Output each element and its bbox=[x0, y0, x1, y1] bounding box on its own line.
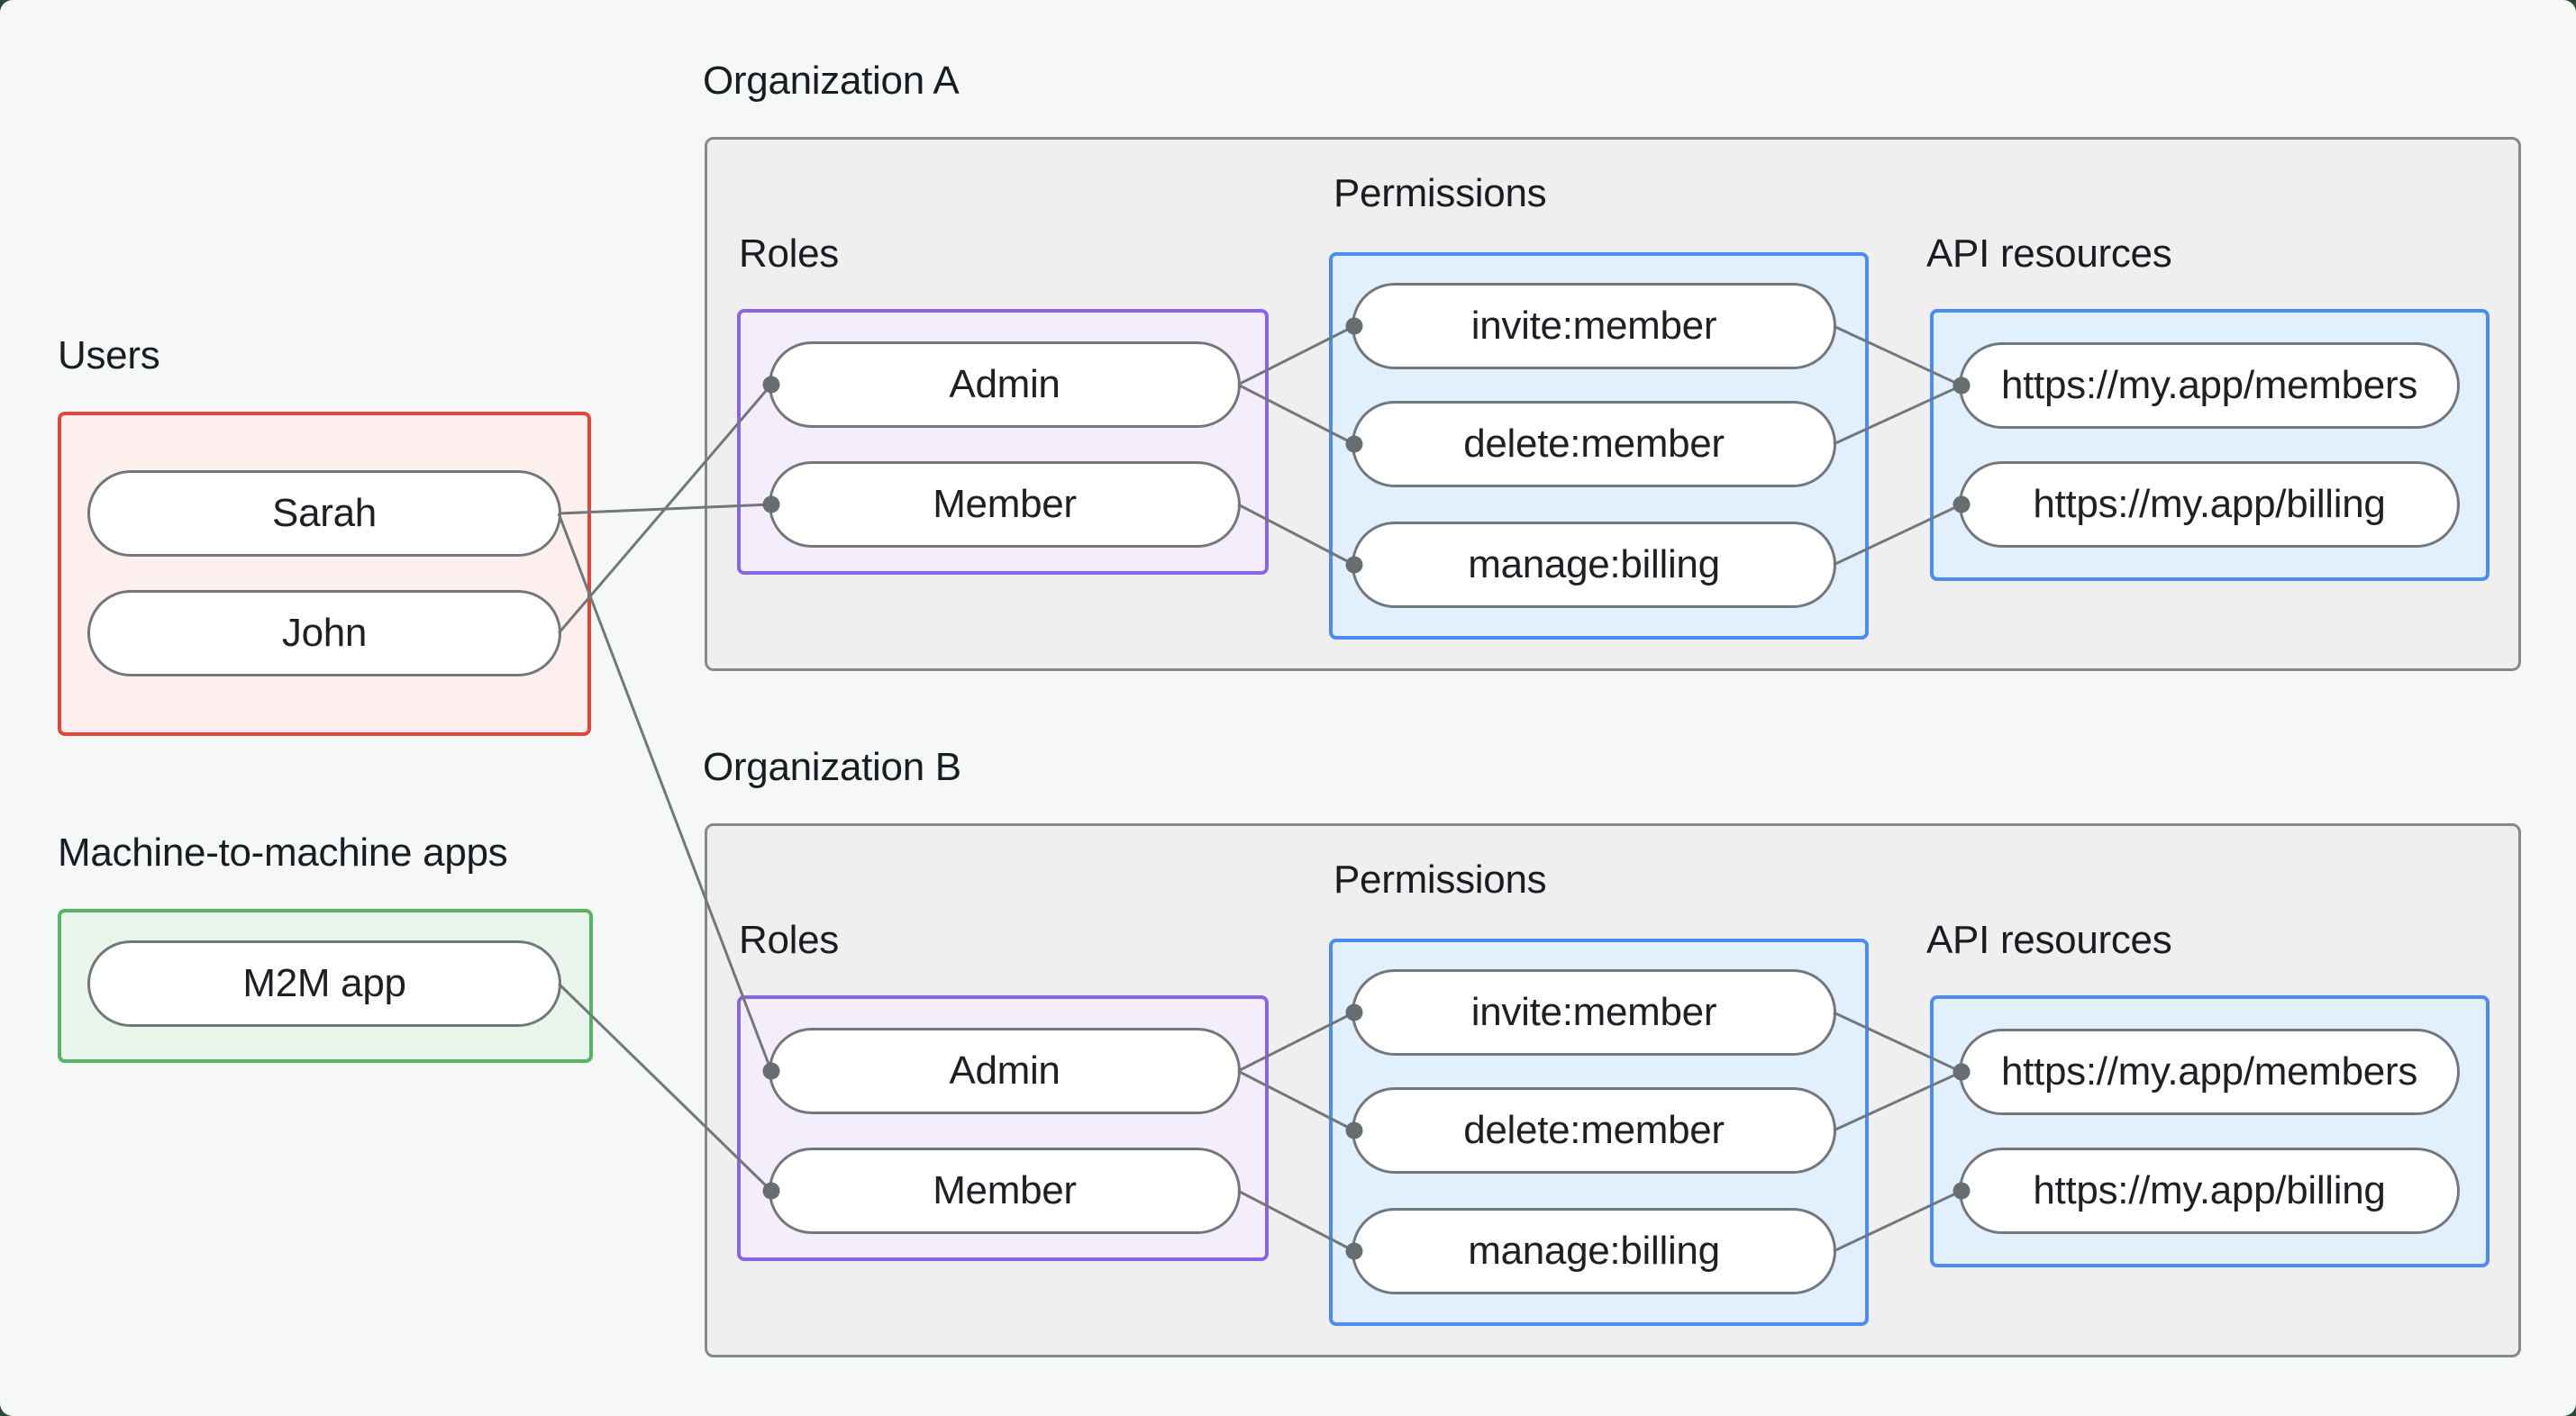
users-group-box bbox=[58, 412, 591, 736]
org-a-permission-pill-invite: invite:member bbox=[1352, 283, 1836, 369]
org-a-title: Organization A bbox=[703, 59, 960, 103]
user-pill-sarah: Sarah bbox=[87, 470, 561, 557]
org-b-title: Organization B bbox=[703, 745, 961, 789]
org-a-permission-pill-billing: manage:billing bbox=[1352, 522, 1836, 608]
org-b-role-pill-member: Member bbox=[769, 1148, 1241, 1234]
org-a-role-pill-member: Member bbox=[769, 461, 1241, 548]
org-b-api-label: API resources bbox=[1926, 918, 2172, 962]
org-b-roles-label: Roles bbox=[739, 918, 839, 962]
org-a-role-pill-admin: Admin bbox=[769, 341, 1241, 428]
org-b-permissions-label: Permissions bbox=[1334, 858, 1547, 902]
org-b-permission-pill-delete: delete:member bbox=[1352, 1087, 1836, 1174]
user-pill-john: John bbox=[87, 590, 561, 676]
org-b-api-pill-members: https://my.app/members bbox=[1959, 1029, 2460, 1115]
org-a-roles-label: Roles bbox=[739, 231, 839, 276]
users-group-label: Users bbox=[58, 333, 160, 377]
org-a-permissions-label: Permissions bbox=[1334, 171, 1547, 215]
org-a-api-pill-members: https://my.app/members bbox=[1959, 342, 2460, 429]
m2m-app-pill: M2M app bbox=[87, 940, 561, 1027]
org-a-permission-pill-delete: delete:member bbox=[1352, 401, 1836, 487]
org-b-permission-pill-billing: manage:billing bbox=[1352, 1208, 1836, 1294]
org-b-role-pill-admin: Admin bbox=[769, 1028, 1241, 1114]
org-a-api-label: API resources bbox=[1926, 231, 2172, 276]
org-b-api-pill-billing: https://my.app/billing bbox=[1959, 1148, 2460, 1234]
m2m-group-label: Machine-to-machine apps bbox=[58, 831, 508, 875]
org-a-api-pill-billing: https://my.app/billing bbox=[1959, 461, 2460, 548]
org-b-permission-pill-invite: invite:member bbox=[1352, 969, 1836, 1056]
